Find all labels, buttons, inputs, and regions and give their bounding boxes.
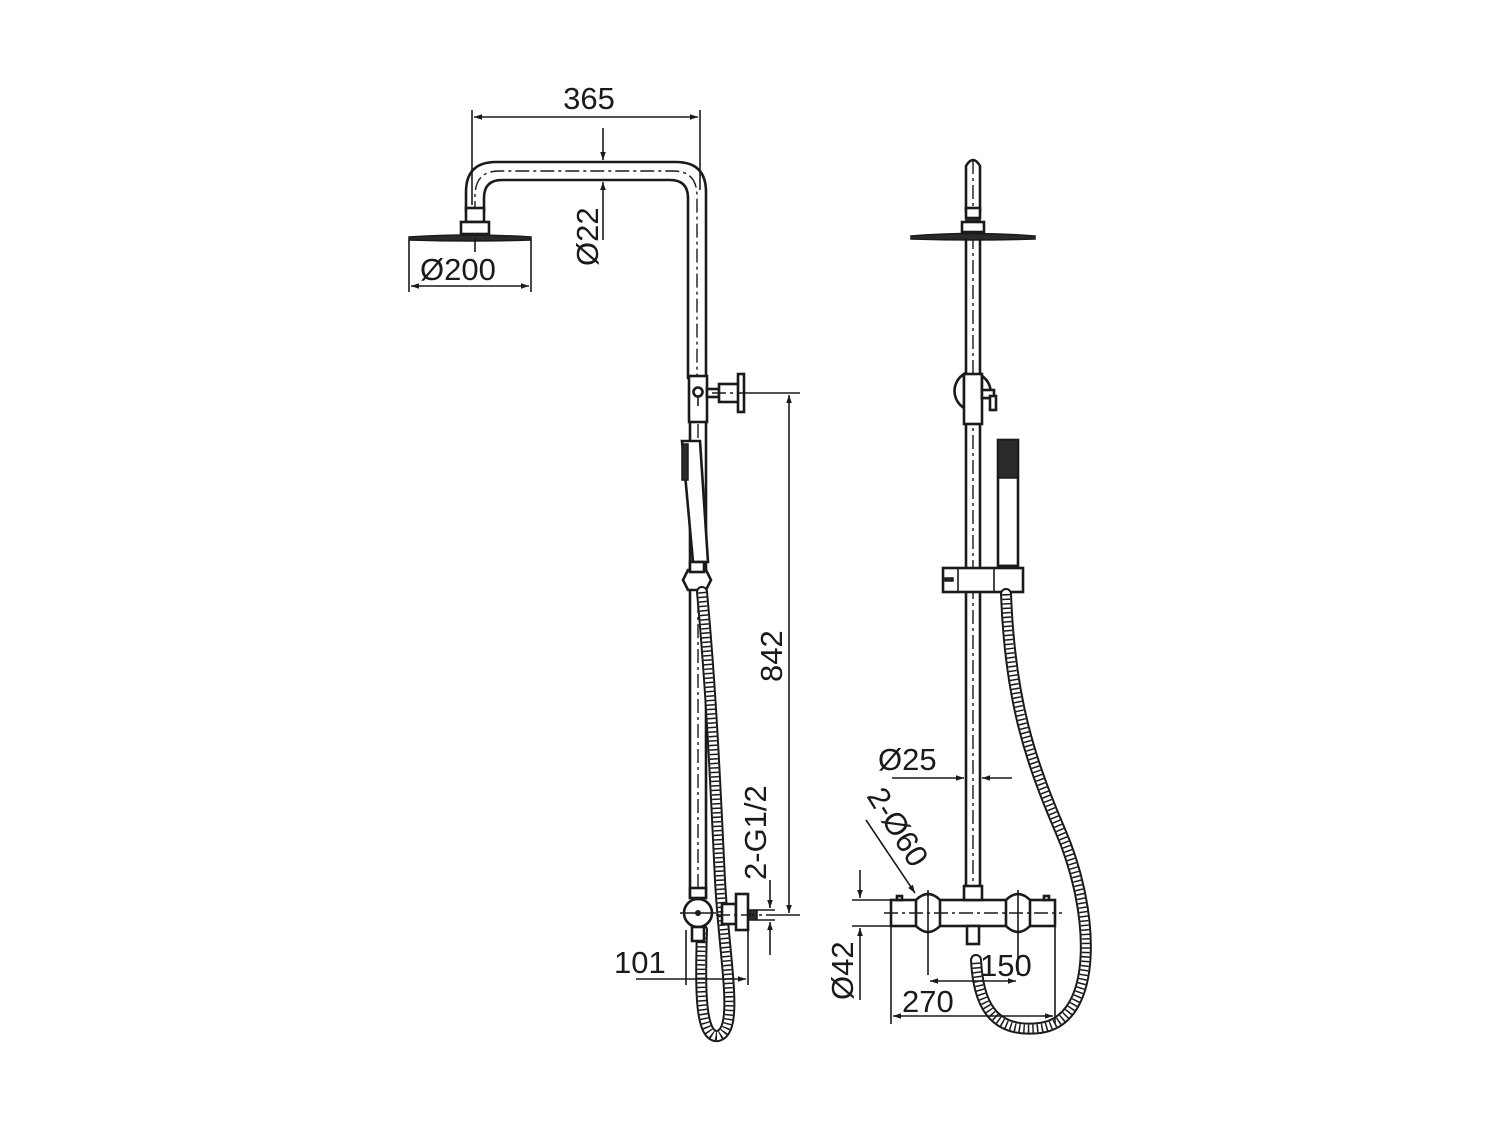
dim-label-arm-reach: 365 bbox=[563, 81, 615, 116]
shower-head bbox=[408, 206, 532, 252]
dim-150: 150 bbox=[930, 948, 1032, 984]
dim-365: 365 bbox=[471, 81, 701, 205]
dim-101: 101 bbox=[614, 930, 749, 985]
front-view: Ø25 2-Ø60 Ø42 150 270 bbox=[825, 158, 1092, 1035]
dim-g12: 2-G1/2 bbox=[738, 785, 773, 955]
dim-label-head-diameter: Ø200 bbox=[420, 252, 496, 287]
dim-d25: Ø25 bbox=[878, 742, 1012, 781]
hand-shower bbox=[680, 439, 713, 592]
dim-label-inlet-thread: 2-G1/2 bbox=[738, 785, 773, 880]
shower-head-front bbox=[910, 232, 1036, 241]
slide-bracket bbox=[941, 566, 1025, 594]
dim-842: 842 bbox=[745, 392, 800, 916]
shower-arm bbox=[464, 160, 708, 380]
dim-label-pipe-diameter: Ø22 bbox=[570, 207, 605, 266]
dim-label-height: 842 bbox=[754, 630, 789, 682]
side-view: 365 Ø22 Ø200 842 2-G1/2 101 bbox=[408, 81, 800, 1042]
diverter-front bbox=[953, 371, 998, 426]
dim-label-mixer-length: 270 bbox=[902, 984, 954, 1019]
dim-270: 270 bbox=[890, 926, 1056, 1024]
diverter bbox=[687, 372, 746, 424]
riser-pipe-front bbox=[964, 238, 982, 892]
riser-top bbox=[960, 158, 986, 890]
hose bbox=[695, 586, 736, 1042]
dim-2d60: 2-Ø60 bbox=[860, 781, 935, 894]
dim-label-riser-diameter: Ø25 bbox=[878, 742, 937, 777]
dim-d200: Ø200 bbox=[408, 240, 532, 292]
mixer-side bbox=[680, 886, 775, 943]
dim-label-wall-projection: 101 bbox=[614, 945, 666, 980]
hose-front bbox=[970, 588, 1092, 1035]
dim-d22: Ø22 bbox=[570, 128, 606, 266]
dim-label-inlet-centers: 150 bbox=[980, 948, 1032, 983]
dim-label-mixer-diameter: Ø42 bbox=[825, 941, 860, 1000]
hand-shower-front bbox=[996, 438, 1020, 576]
thermostatic-mixer bbox=[884, 884, 1062, 975]
dim-d42: Ø42 bbox=[825, 870, 895, 1000]
